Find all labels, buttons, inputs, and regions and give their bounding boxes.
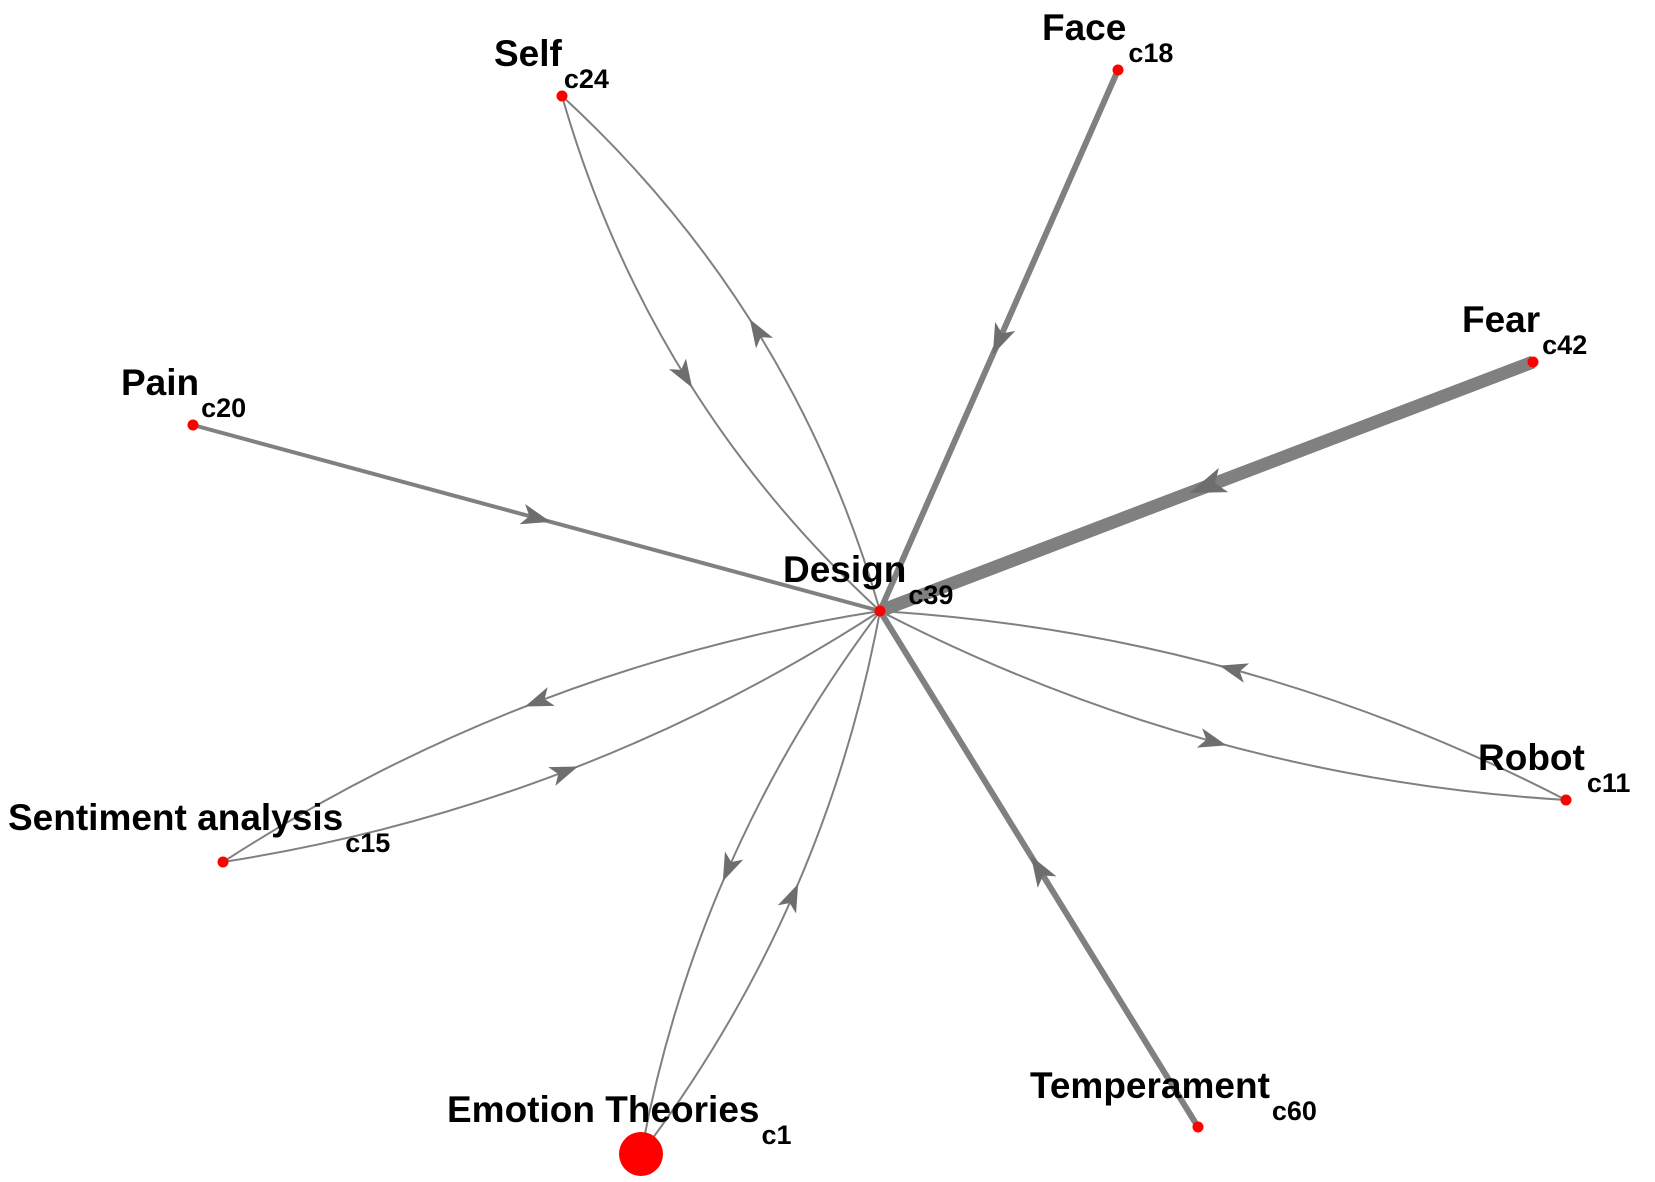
nodes-layer [187, 64, 1572, 1176]
edge-line [640, 610, 881, 1155]
node-cluster-code: c11 [1587, 768, 1631, 798]
arrowhead-icon [992, 321, 1016, 355]
node-label-pain: Painc20 [121, 362, 246, 423]
edge-design-to-robot [879, 610, 1567, 801]
edge-line [561, 95, 881, 612]
node-emotion [619, 1132, 663, 1176]
node-robot [1560, 794, 1572, 806]
node-sentiment [217, 856, 229, 868]
node-label-self: Selfc24 [494, 33, 609, 94]
node-cluster-code: c15 [345, 828, 390, 858]
node-cluster-code: c24 [564, 64, 609, 94]
node-pain [187, 419, 199, 431]
node-cluster-code: c42 [1542, 330, 1587, 360]
edges-layer [192, 68, 1567, 1155]
node-label-fear: Fearc42 [1462, 299, 1587, 360]
edge-design-to-emotion [640, 610, 881, 1155]
edge-design-to-sentiment [222, 610, 881, 863]
arrowhead-icon [722, 851, 744, 882]
edge-design-to-self [561, 95, 881, 612]
node-label-face: Facec18 [1042, 7, 1173, 68]
arrowhead-icon [548, 766, 578, 786]
arrowhead-icon [1196, 728, 1227, 748]
node-cluster-code: c20 [201, 393, 246, 423]
edge-line [879, 610, 1567, 801]
edge-face-to-design [877, 68, 1121, 613]
edge-temperament-to-design [877, 609, 1201, 1129]
node-label-robot: Robotc11 [1478, 737, 1630, 798]
node-self [556, 90, 568, 102]
node-cluster-code: c39 [908, 580, 953, 610]
arrowhead-icon [1219, 663, 1250, 683]
edge-line [640, 610, 881, 1155]
labels-layer: Designc39 Selfc24 Facec18Fearc42Painc20Rob… [8, 7, 1630, 1150]
edge-self-to-design [561, 95, 881, 612]
arrowhead-icon [777, 883, 799, 914]
node-name: Face [1042, 7, 1126, 48]
edge-robot-to-design [879, 610, 1567, 801]
arrowhead-icon [519, 504, 551, 525]
node-fear [1527, 356, 1539, 368]
edge-fear-to-design [877, 355, 1536, 618]
arrowhead-icon [1189, 467, 1229, 493]
node-design [874, 605, 886, 617]
node-label-sentiment: Sentiment analysisc15 [8, 797, 390, 858]
edge-line [561, 95, 881, 612]
node-face [1112, 64, 1124, 76]
arrowhead-icon [749, 319, 774, 349]
node-name: Pain [121, 362, 199, 403]
node-name: Robot [1478, 737, 1585, 778]
arrowhead-icon [525, 687, 555, 707]
node-temperament [1192, 1121, 1204, 1133]
edge-emotion-to-design [640, 610, 881, 1155]
node-cluster-code: c18 [1128, 38, 1173, 68]
edge-sentiment-to-design [222, 610, 881, 863]
arrowhead-icon [668, 358, 693, 388]
node-name: Fear [1462, 299, 1540, 340]
node-label-temperament: Temperamentc60 [1030, 1065, 1317, 1126]
node-name: Design [783, 549, 906, 590]
node-cluster-code: c60 [1272, 1096, 1317, 1126]
node-name: Temperament [1030, 1065, 1270, 1106]
edge-line [879, 610, 1567, 801]
node-label-design: Designc39 [783, 549, 953, 610]
node-name: Self [494, 33, 563, 74]
edge-pain-to-design [192, 423, 881, 613]
node-label-emotion: Emotion Theoriesc1 [447, 1089, 792, 1150]
node-name: Emotion Theories [447, 1089, 759, 1130]
node-cluster-code: c1 [761, 1120, 791, 1150]
node-name: Sentiment analysis [8, 797, 343, 838]
arrowhead-icon [1030, 855, 1057, 888]
